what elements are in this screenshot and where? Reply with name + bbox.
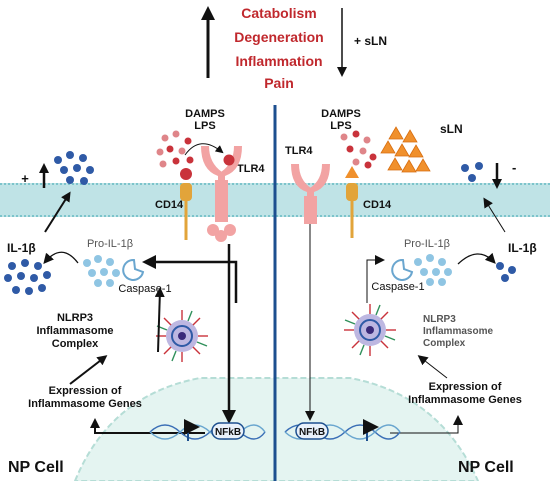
right-tlr4-label: TLR4: [285, 145, 313, 157]
right-nlrp3-line-1: NLRP3: [423, 314, 456, 325]
left-nlrp3-line-2: Inflammasome: [36, 325, 113, 337]
right-nfkb-label: NFkB: [299, 427, 325, 438]
header-line-1: Catabolism: [241, 5, 316, 21]
left-il1b-cluster: [4, 259, 51, 295]
right-sln-label: sLN: [440, 122, 463, 136]
treatment-label: + sLN: [354, 34, 387, 48]
right-promoter-arrow: [363, 419, 379, 441]
left-secretion-arrow: [44, 191, 71, 233]
right-upregulation-arrow: [366, 255, 385, 303]
right-damps-particles: [340, 130, 377, 169]
left-assembly-arrow: [69, 355, 108, 385]
right-sln-particles: [380, 126, 431, 173]
right-il1b-label: IL-1β: [508, 241, 537, 255]
right-caspase-label: Caspase-1: [371, 281, 424, 293]
left-expression-line-2: Inflammasome Genes: [28, 398, 142, 410]
left-damps-particles: [156, 130, 194, 168]
right-damps-label: DAMPS: [321, 108, 361, 120]
left-pro-il1b-cluster: [83, 255, 120, 287]
left-il1b-label: IL-1β: [7, 241, 36, 255]
right-expression-line-2: Inflammasome Genes: [408, 394, 522, 406]
right-pro-il1b-cluster: [414, 254, 452, 286]
right-inflammasome-icon: [344, 304, 396, 356]
right-transcription-arrow: [390, 415, 463, 434]
right-cd14-label: CD14: [363, 199, 392, 211]
right-tlr4-receptor-icon: [291, 164, 330, 224]
right-cell-label: NP Cell: [458, 459, 514, 476]
left-nlrp3-line-1: NLRP3: [57, 312, 93, 324]
left-caspase-icon: [122, 258, 145, 281]
left-panel: DAMPS LPS TLR4 CD14 +: [4, 108, 266, 476]
left-nfkb-badge: [211, 422, 245, 440]
left-promoter-arrow: [184, 419, 200, 441]
left-nfkb-label: NFkB: [215, 427, 241, 438]
left-damps-label: DAMPS: [185, 108, 225, 120]
right-il1b-cluster: [496, 262, 516, 282]
right-processing-arrow: [457, 252, 496, 265]
right-secretion-arrow: [483, 197, 506, 233]
left-secreted-il1b: [54, 151, 94, 185]
left-cell-label: NP Cell: [8, 459, 64, 476]
right-cd14-receptor-icon: [345, 166, 359, 238]
right-nlrp3-line-2: Inflammasome: [423, 326, 493, 337]
right-lps-label: LPS: [330, 120, 351, 132]
left-pro-il1b-label: Pro-IL-1β: [87, 238, 133, 250]
left-expression-line-1: Expression of: [49, 385, 122, 397]
right-expression-line-1: Expression of: [429, 381, 502, 393]
right-assembly-arrow: [417, 355, 448, 379]
left-tlr4-label: TLR4: [237, 163, 265, 175]
left-binding-arrow: [184, 143, 224, 156]
left-cd14-label: CD14: [155, 199, 184, 211]
right-caspase-icon: [391, 258, 414, 281]
left-cd14-receptor-icon: [180, 168, 192, 240]
left-inflammasome-icon: [156, 310, 208, 362]
right-pro-il1b-label: Pro-IL-1β: [404, 238, 450, 250]
right-secreted-il1b: [461, 162, 483, 182]
left-caspase-label: Caspase-1: [118, 283, 171, 295]
left-complex-arrow: [154, 287, 165, 353]
header-line-2: Degeneration: [234, 29, 323, 45]
left-dna-icon: [149, 424, 266, 440]
right-panel: DAMPS LPS sLN TLR4 CD14: [284, 108, 537, 476]
left-lps-label: LPS: [194, 120, 215, 132]
left-bound-damp: [223, 154, 235, 166]
header-line-4: Pain: [264, 75, 294, 91]
left-transcription-arrow: [90, 418, 205, 434]
header-line-3: Inflammation: [235, 53, 322, 69]
left-nlrp3-line-3: Complex: [52, 338, 99, 350]
right-nfkb-badge: [295, 422, 329, 440]
right-nlrp3-line-3: Complex: [423, 338, 466, 349]
left-plus-sign: +: [21, 171, 29, 186]
right-minus-sign: -: [512, 160, 516, 175]
header: Catabolism Degeneration Inflammation Pai…: [201, 5, 387, 91]
left-processing-arrow: [43, 251, 79, 264]
left-upregulation-arrow: [142, 255, 238, 303]
